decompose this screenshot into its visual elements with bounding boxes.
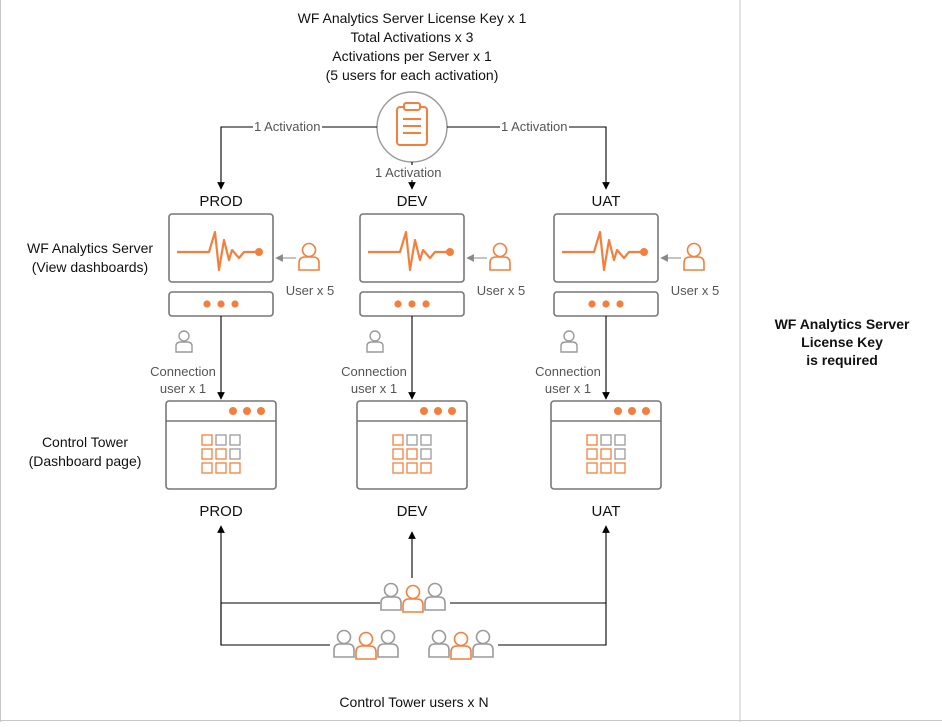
- user-label-prod: User x 5: [285, 283, 335, 298]
- connection-label-dev-line-2: user x 1: [350, 381, 398, 396]
- tower-uat-grid-window-icon: [550, 400, 662, 490]
- connection-label-prod-line-2: user x 1: [159, 381, 207, 396]
- server-label-uat: UAT: [591, 193, 621, 210]
- tower-label-uat: UAT: [591, 503, 621, 520]
- tower-label-prod: PROD: [199, 503, 243, 520]
- server-label-dev: DEV: [396, 193, 428, 210]
- license-clipboard-icon: [376, 91, 448, 163]
- activation-label-right: 1 Activation: [500, 119, 569, 134]
- tower-side-label-line-1: Control Tower: [41, 434, 129, 450]
- activation-arrow-prod: [217, 126, 377, 190]
- footer-label: Control Tower users x N: [339, 694, 489, 710]
- tower-prod-grid-window-icon: [165, 400, 277, 490]
- tower-label-dev: DEV: [396, 503, 428, 520]
- connection-label-dev: Connection user x 1: [333, 363, 415, 397]
- user-label-uat: User x 5: [670, 283, 720, 298]
- connection-label-uat: Connection user x 1: [527, 363, 609, 397]
- user-group-icon: [333, 582, 494, 660]
- connection-label-dev-line-1: Connection: [341, 364, 407, 379]
- user-uat-user-icon: [683, 242, 705, 271]
- license-note-line-1: WF Analytics Server: [774, 316, 910, 332]
- license-note: WF Analytics Server License Key is requi…: [748, 315, 936, 369]
- server-side-label-line-1: WF Analytics Server: [26, 240, 154, 256]
- tower-side-label: Control Tower (Dashboard page): [10, 433, 160, 471]
- user-dev-user-icon: [489, 242, 511, 271]
- server-side-label: WF Analytics Server (View dashboards): [10, 239, 170, 277]
- server-side-label-line-2: (View dashboards): [31, 259, 149, 275]
- user-prod-user-icon: [298, 242, 320, 271]
- group-line-uat: [450, 602, 607, 646]
- group-line-prod-lower: [220, 603, 330, 646]
- connection-label-prod-line-1: Connection: [150, 364, 216, 379]
- connection-label-uat-line-1: Connection: [535, 364, 601, 379]
- activation-label-center: 1 Activation: [374, 165, 443, 180]
- server-dev-pulse-monitor-icon: [358, 212, 466, 318]
- license-note-line-3: is required: [806, 352, 878, 368]
- tower-dev-grid-window-icon: [356, 400, 468, 490]
- connection-user-uat-icon: [560, 330, 578, 353]
- activation-label-left: 1 Activation: [253, 119, 322, 134]
- connection-user-prod-icon: [175, 330, 193, 353]
- server-label-prod: PROD: [199, 193, 243, 210]
- header-line-1: WF Analytics Server License Key x 1: [297, 10, 527, 26]
- connection-label-prod: Connection user x 1: [142, 363, 224, 397]
- header-line-4: (5 users for each activation): [325, 67, 499, 83]
- user-label-dev: User x 5: [476, 283, 526, 298]
- header-line-3: Activations per Server x 1: [332, 48, 492, 64]
- connection-user-dev-icon: [366, 330, 384, 353]
- server-prod-pulse-monitor-icon: [167, 212, 275, 318]
- header-text: WF Analytics Server License Key x 1 Tota…: [230, 9, 594, 85]
- server-uat-pulse-monitor-icon: [552, 212, 660, 318]
- tower-side-label-line-2: (Dashboard page): [28, 453, 142, 469]
- header-line-2: Total Activations x 3: [350, 29, 474, 45]
- connection-label-uat-line-2: user x 1: [544, 381, 592, 396]
- license-note-line-2: License Key: [801, 334, 883, 350]
- activation-arrow-uat: [447, 126, 610, 190]
